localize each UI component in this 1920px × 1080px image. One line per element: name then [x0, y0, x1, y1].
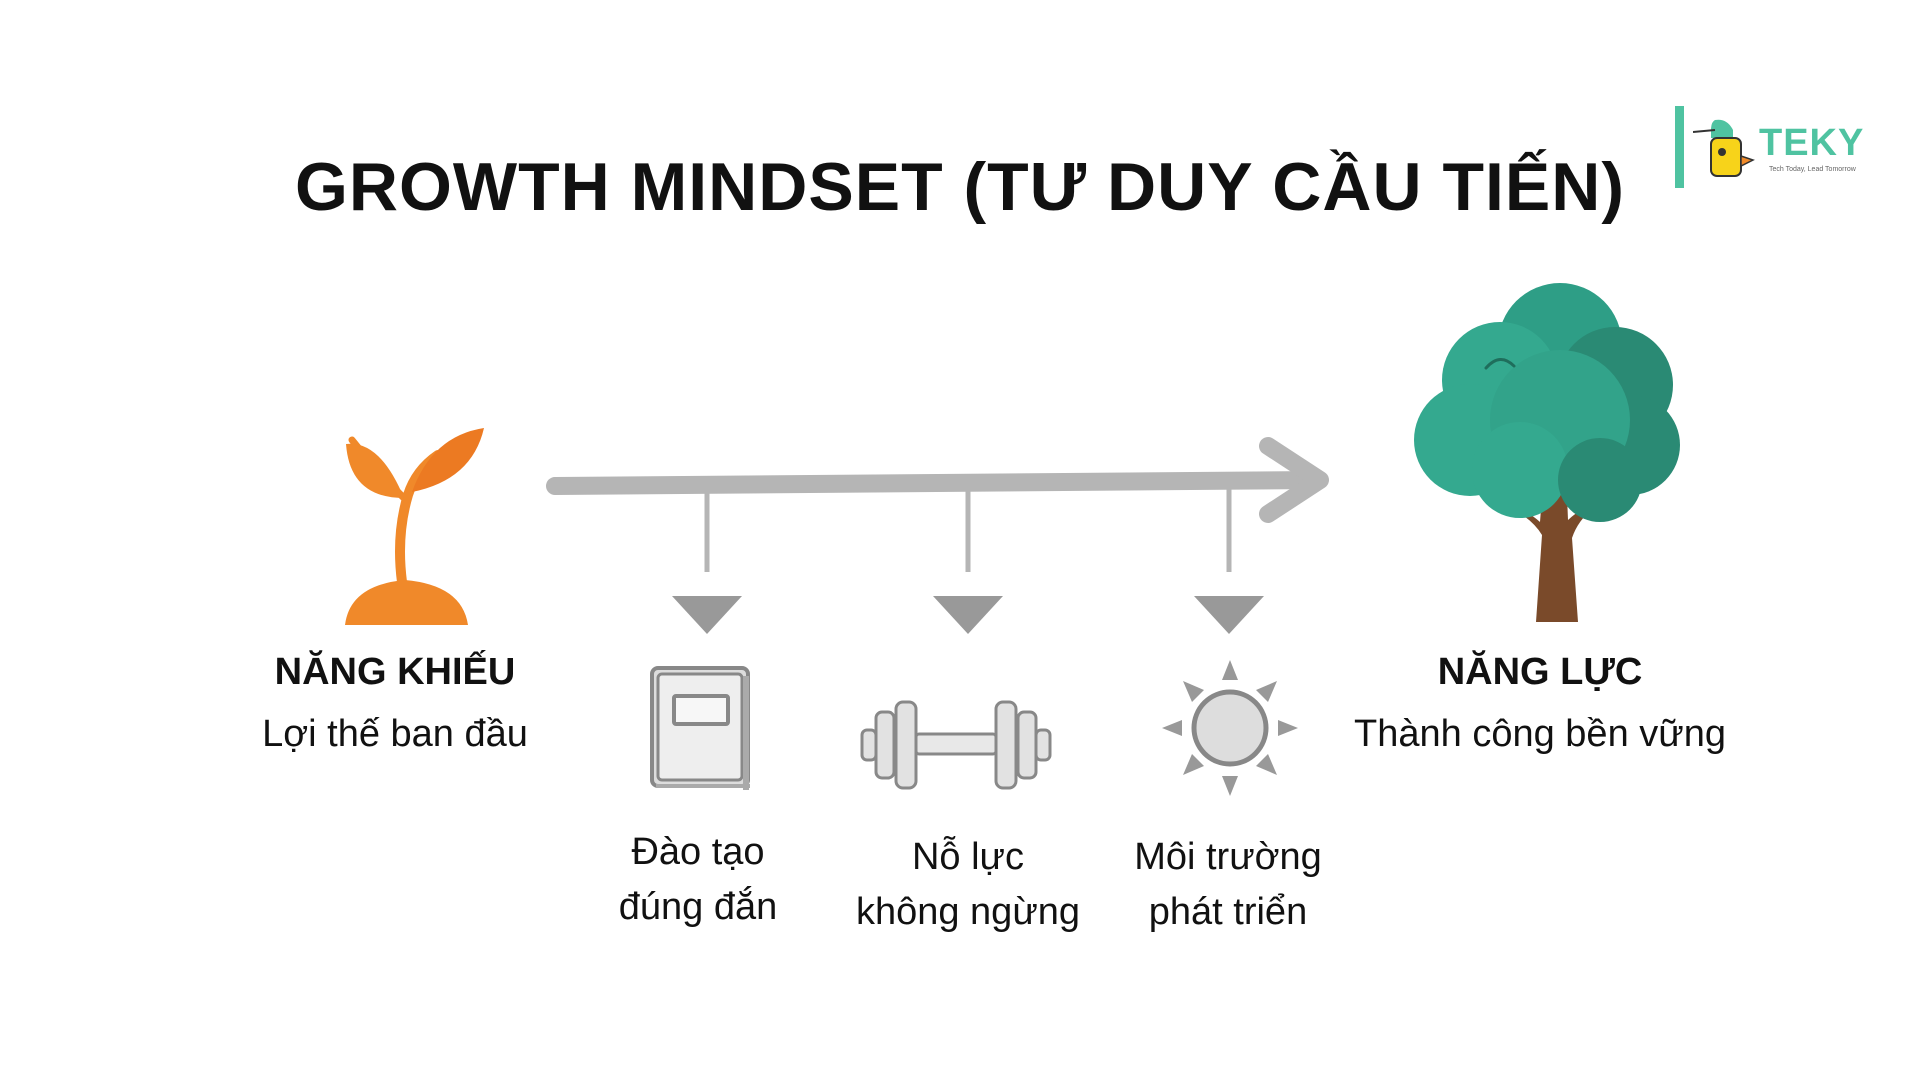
- end-subtitle: Thành công bền vững: [1354, 713, 1726, 755]
- factor-effort-line1: Nỗ lực: [911, 836, 1024, 878]
- logo-tagline: Tech Today, Lead Tomorrow: [1769, 166, 1856, 173]
- down-arrow-icon: [672, 596, 742, 634]
- start-subtitle: Lợi thế ban đầu: [262, 713, 528, 755]
- factor-effort-line2: không ngừng: [855, 891, 1081, 933]
- teky-logo: TEKY Tech Today, Lead Tomorrow: [1675, 104, 1875, 194]
- sprout-icon: [345, 428, 484, 625]
- factor-effort: Nỗ lực không ngừng: [833, 830, 1103, 940]
- factor-training: Đào tạo đúng đắn: [563, 825, 833, 935]
- factor-connector-2: [933, 490, 1003, 634]
- start-heading: NĂNG KHIẾU: [274, 651, 516, 693]
- factor-connector-3: [1194, 488, 1264, 634]
- factor-environment-line1: Môi trường: [1134, 836, 1322, 878]
- factor-environment-line2: phát triển: [1148, 891, 1308, 933]
- factor-connector-1: [672, 492, 742, 634]
- logo-bar: [1675, 106, 1684, 188]
- logo-mascot-icon: [1693, 119, 1755, 177]
- sun-icon: [1162, 660, 1298, 796]
- factor-training-line1: Đào tạo: [631, 831, 765, 873]
- dumbbell-icon: [860, 700, 1052, 790]
- book-icon: [650, 666, 750, 790]
- logo-wordmark: TEKY: [1759, 122, 1865, 164]
- factor-training-line2: đúng đắn: [618, 886, 778, 928]
- progress-arrow: [546, 437, 1329, 523]
- tree-icon: [1414, 283, 1680, 622]
- down-arrow-icon: [1194, 596, 1264, 634]
- factor-environment: Môi trường phát triển: [1093, 830, 1363, 940]
- down-arrow-icon: [933, 596, 1003, 634]
- end-heading: NĂNG LỰC: [1437, 651, 1643, 693]
- page-title: GROWTH MINDSET (TƯ DUY CẦU TIẾN): [295, 149, 1625, 225]
